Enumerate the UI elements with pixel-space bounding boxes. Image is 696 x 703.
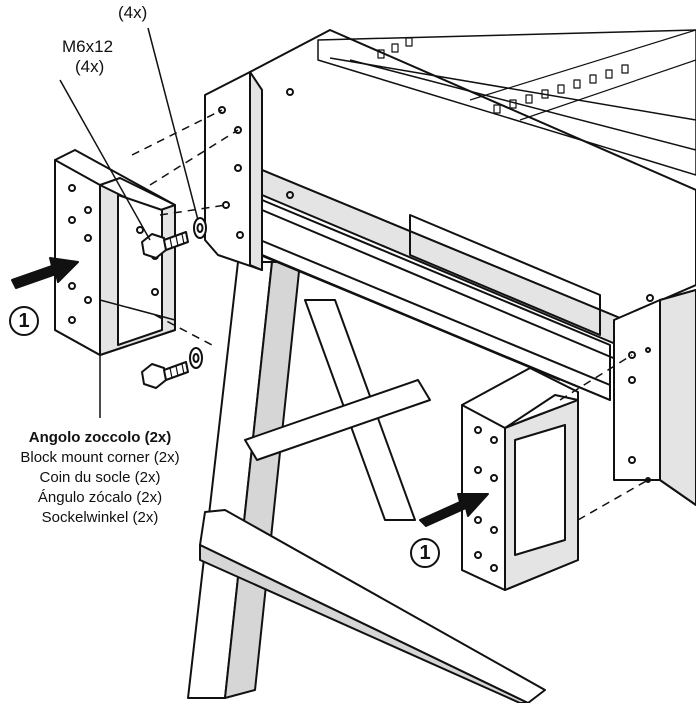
part-legend: Angolo zoccolo (2x) Block mount corner (… bbox=[0, 428, 200, 528]
legend-english: Block mount corner (2x) bbox=[20, 449, 180, 466]
block-mount-corner-right bbox=[461, 367, 579, 591]
legend-spanish: Ángulo zócalo (2x) bbox=[37, 489, 163, 506]
leader-lines bbox=[59, 27, 199, 418]
washer-lower bbox=[189, 347, 203, 369]
legend-italian: Angolo zoccolo (2x) bbox=[28, 429, 172, 446]
base-frame bbox=[204, 29, 696, 506]
washer-upper bbox=[193, 217, 207, 239]
sawhorse-trestle bbox=[187, 261, 546, 703]
screw-lower bbox=[141, 361, 189, 389]
step-callout-left: 1 bbox=[9, 306, 39, 336]
screw-upper bbox=[141, 231, 189, 259]
washer-quantity-label: (4x) bbox=[118, 3, 148, 22]
legend-french: Coin du socle (2x) bbox=[39, 469, 161, 486]
alignment-lines bbox=[131, 109, 649, 521]
screw-quantity-label: (4x) bbox=[75, 57, 105, 76]
insert-arrow-right bbox=[419, 493, 489, 527]
step-callout-right: 1 bbox=[410, 538, 440, 568]
screw-size-label: M6x12 bbox=[62, 37, 114, 56]
legend-german: Sockelwinkel (2x) bbox=[41, 509, 159, 526]
block-mount-corner-left bbox=[54, 149, 176, 356]
insert-arrow-left bbox=[11, 257, 79, 289]
